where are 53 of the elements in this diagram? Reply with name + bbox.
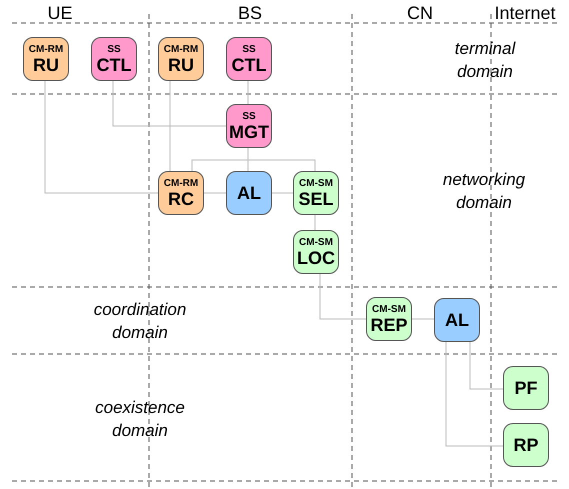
connector-line [314,214,316,230]
connector-line [470,342,504,390]
column-label: UE [48,2,72,25]
module-name: AL [445,310,469,330]
module-name: RU [33,54,59,74]
domain-label: coexistence domain [94,397,186,442]
module-box [503,366,549,410]
module-box [158,171,204,215]
connector-line [320,274,366,320]
column-label: CN [407,2,433,25]
module-box [293,230,339,274]
module-category: CM-RM [28,44,64,54]
module-name: PF [514,378,538,398]
module-name: REP [370,314,408,334]
column-label: Internet [494,2,556,25]
module-box [158,37,204,81]
module-category: SS [107,44,121,54]
module-category: SS [242,44,256,54]
module-name: LOC [297,248,335,268]
module-box [23,37,69,81]
domain-label: networking domain [442,169,526,214]
module-box [226,37,272,81]
module-box [503,423,549,467]
module-name: RU [168,54,194,74]
connector-line [272,192,294,194]
module-category: CM-SM [299,178,333,188]
module-name: SEL [298,188,334,208]
module-box [366,297,412,341]
module-category: CM-RM [164,44,198,54]
module-name: RC [168,188,194,208]
module-name: AL [237,183,261,203]
connector-line [112,80,226,126]
domain-label: terminal domain [454,38,517,83]
module-category: SS [242,110,256,122]
column-label: BS [238,2,262,25]
connector-line [204,192,226,194]
module-box [293,171,339,215]
module-box [434,298,480,342]
module-box [226,171,272,215]
connector-line [412,318,434,320]
module-name: MGT [229,122,269,142]
module-name: RP [513,435,538,455]
module-box [91,37,137,81]
module-category: CM-SM [372,304,406,314]
module-box [226,104,272,148]
connector-line [44,80,158,194]
connector-line [446,342,504,446]
module-name: CTL [96,54,132,74]
module-name: CTL [232,54,266,74]
domain-label: coordination domain [92,299,188,344]
connector-line [248,148,316,172]
module-category: CM-SM [299,236,333,248]
module-category: CM-RM [164,178,198,188]
